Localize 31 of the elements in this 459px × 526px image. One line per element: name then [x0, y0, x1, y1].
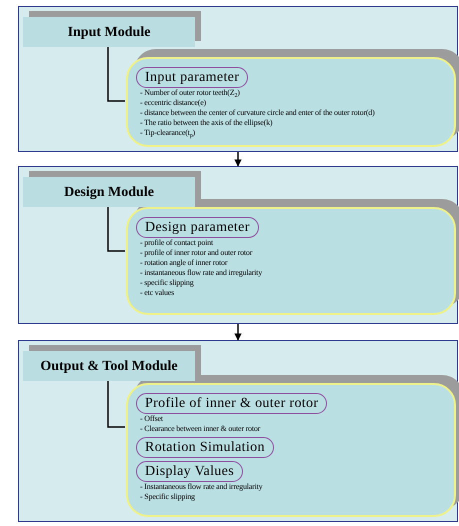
module-panel	[18, 6, 458, 152]
module-header: Design Module	[23, 177, 195, 207]
connector-line	[107, 206, 125, 252]
parameter-item: - instantaneous flow rate and irregularity	[139, 268, 263, 278]
parameter-item: - etc values	[139, 288, 176, 298]
connector-line	[107, 380, 125, 428]
parameter-item: - eccentric distance(e)	[139, 98, 208, 108]
parameter-item: - Tip-clearance(t$_{p}$)	[139, 128, 196, 138]
parameter-pill: Design parameter	[136, 217, 259, 238]
parameter-item: - profile of contact point	[139, 238, 214, 248]
arrow	[234, 152, 242, 167]
parameter-item: - rotation angle of inner rotor	[139, 258, 228, 268]
parameter-item: - Number of outer rotor teeth(Z$_{2}$)	[139, 88, 241, 98]
parameter-item: - distance between the center of curvature circle and enter of the outer rotor(d)	[139, 108, 376, 118]
parameter-item: - profile of inner rotor and outer rotor	[139, 248, 254, 258]
arrow	[234, 324, 242, 341]
parameter-pill: Rotation Simulation	[136, 437, 274, 458]
parameter-item: - Clearance between inner & outer rotor	[139, 424, 262, 434]
module-header: Output & Tool Module	[23, 351, 195, 381]
parameter-pill: Display Values	[136, 461, 244, 482]
module-panel	[18, 166, 458, 324]
connector-line	[107, 46, 125, 102]
module-header: Input Module	[23, 17, 195, 47]
parameter-item: - specific slipping	[139, 278, 195, 288]
parameter-item: - The ratio between the axis of the ellipse(k)	[139, 118, 274, 128]
parameter-item: - Instantaneous flow rate and irregularity	[139, 482, 264, 492]
parameter-pill: Profile of inner & outer rotor	[136, 393, 328, 414]
parameter-item: - Offset	[139, 414, 164, 424]
parameter-pill: Input parameter	[136, 67, 248, 88]
parameter-item: - Specific slipping	[139, 492, 196, 502]
module-panel	[18, 340, 458, 522]
